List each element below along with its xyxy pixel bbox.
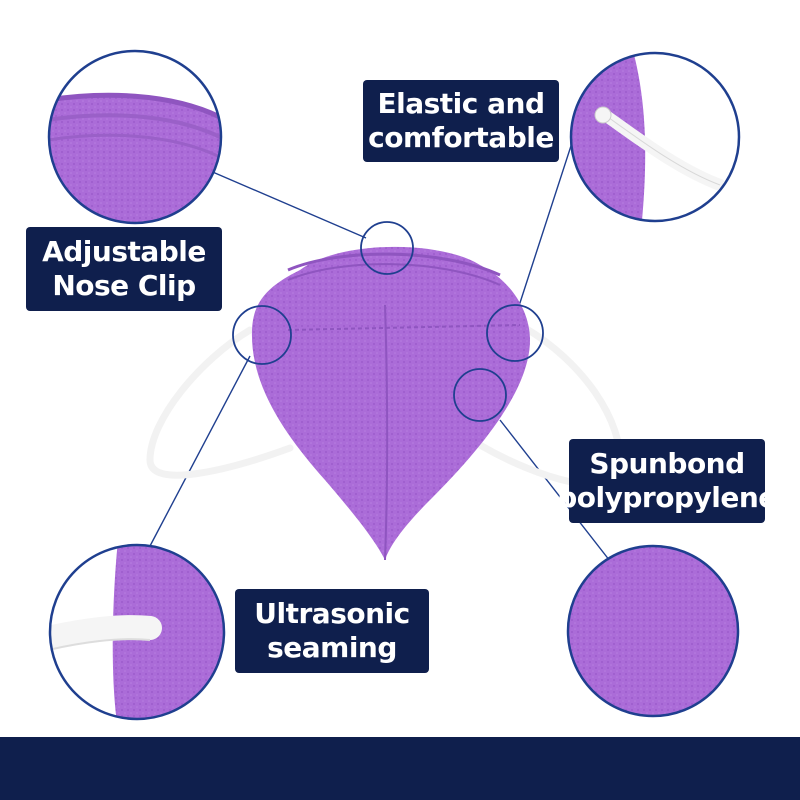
- label-nose-clip-line2: Nose Clip: [52, 269, 196, 302]
- label-elastic: Elastic and comfortable: [363, 80, 559, 162]
- label-ultrasonic-line1: Ultrasonic: [254, 597, 410, 630]
- mask-callout-markers: [232, 221, 544, 422]
- label-ultrasonic-line2: seaming: [267, 631, 397, 664]
- label-spunbond: Spunbond polypropylene: [557, 439, 777, 523]
- label-nose-clip: Adjustable Nose Clip: [26, 227, 222, 311]
- label-elastic-line1: Elastic and: [377, 87, 545, 120]
- label-spunbond-line2: polypropylene: [557, 481, 777, 514]
- ultrasonic-zoom: [48, 543, 226, 721]
- footer-bar: [0, 737, 800, 800]
- nose-clip-zoom: [47, 49, 223, 225]
- label-ultrasonic: Ultrasonic seaming: [235, 589, 429, 673]
- label-nose-clip-line1: Adjustable: [42, 235, 206, 268]
- label-spunbond-line1: Spunbond: [589, 447, 745, 480]
- label-elastic-line2: comfortable: [368, 121, 554, 154]
- elastic-zoom: [569, 51, 741, 223]
- mask-body: [251, 246, 530, 561]
- spunbond-zoom: [566, 544, 740, 718]
